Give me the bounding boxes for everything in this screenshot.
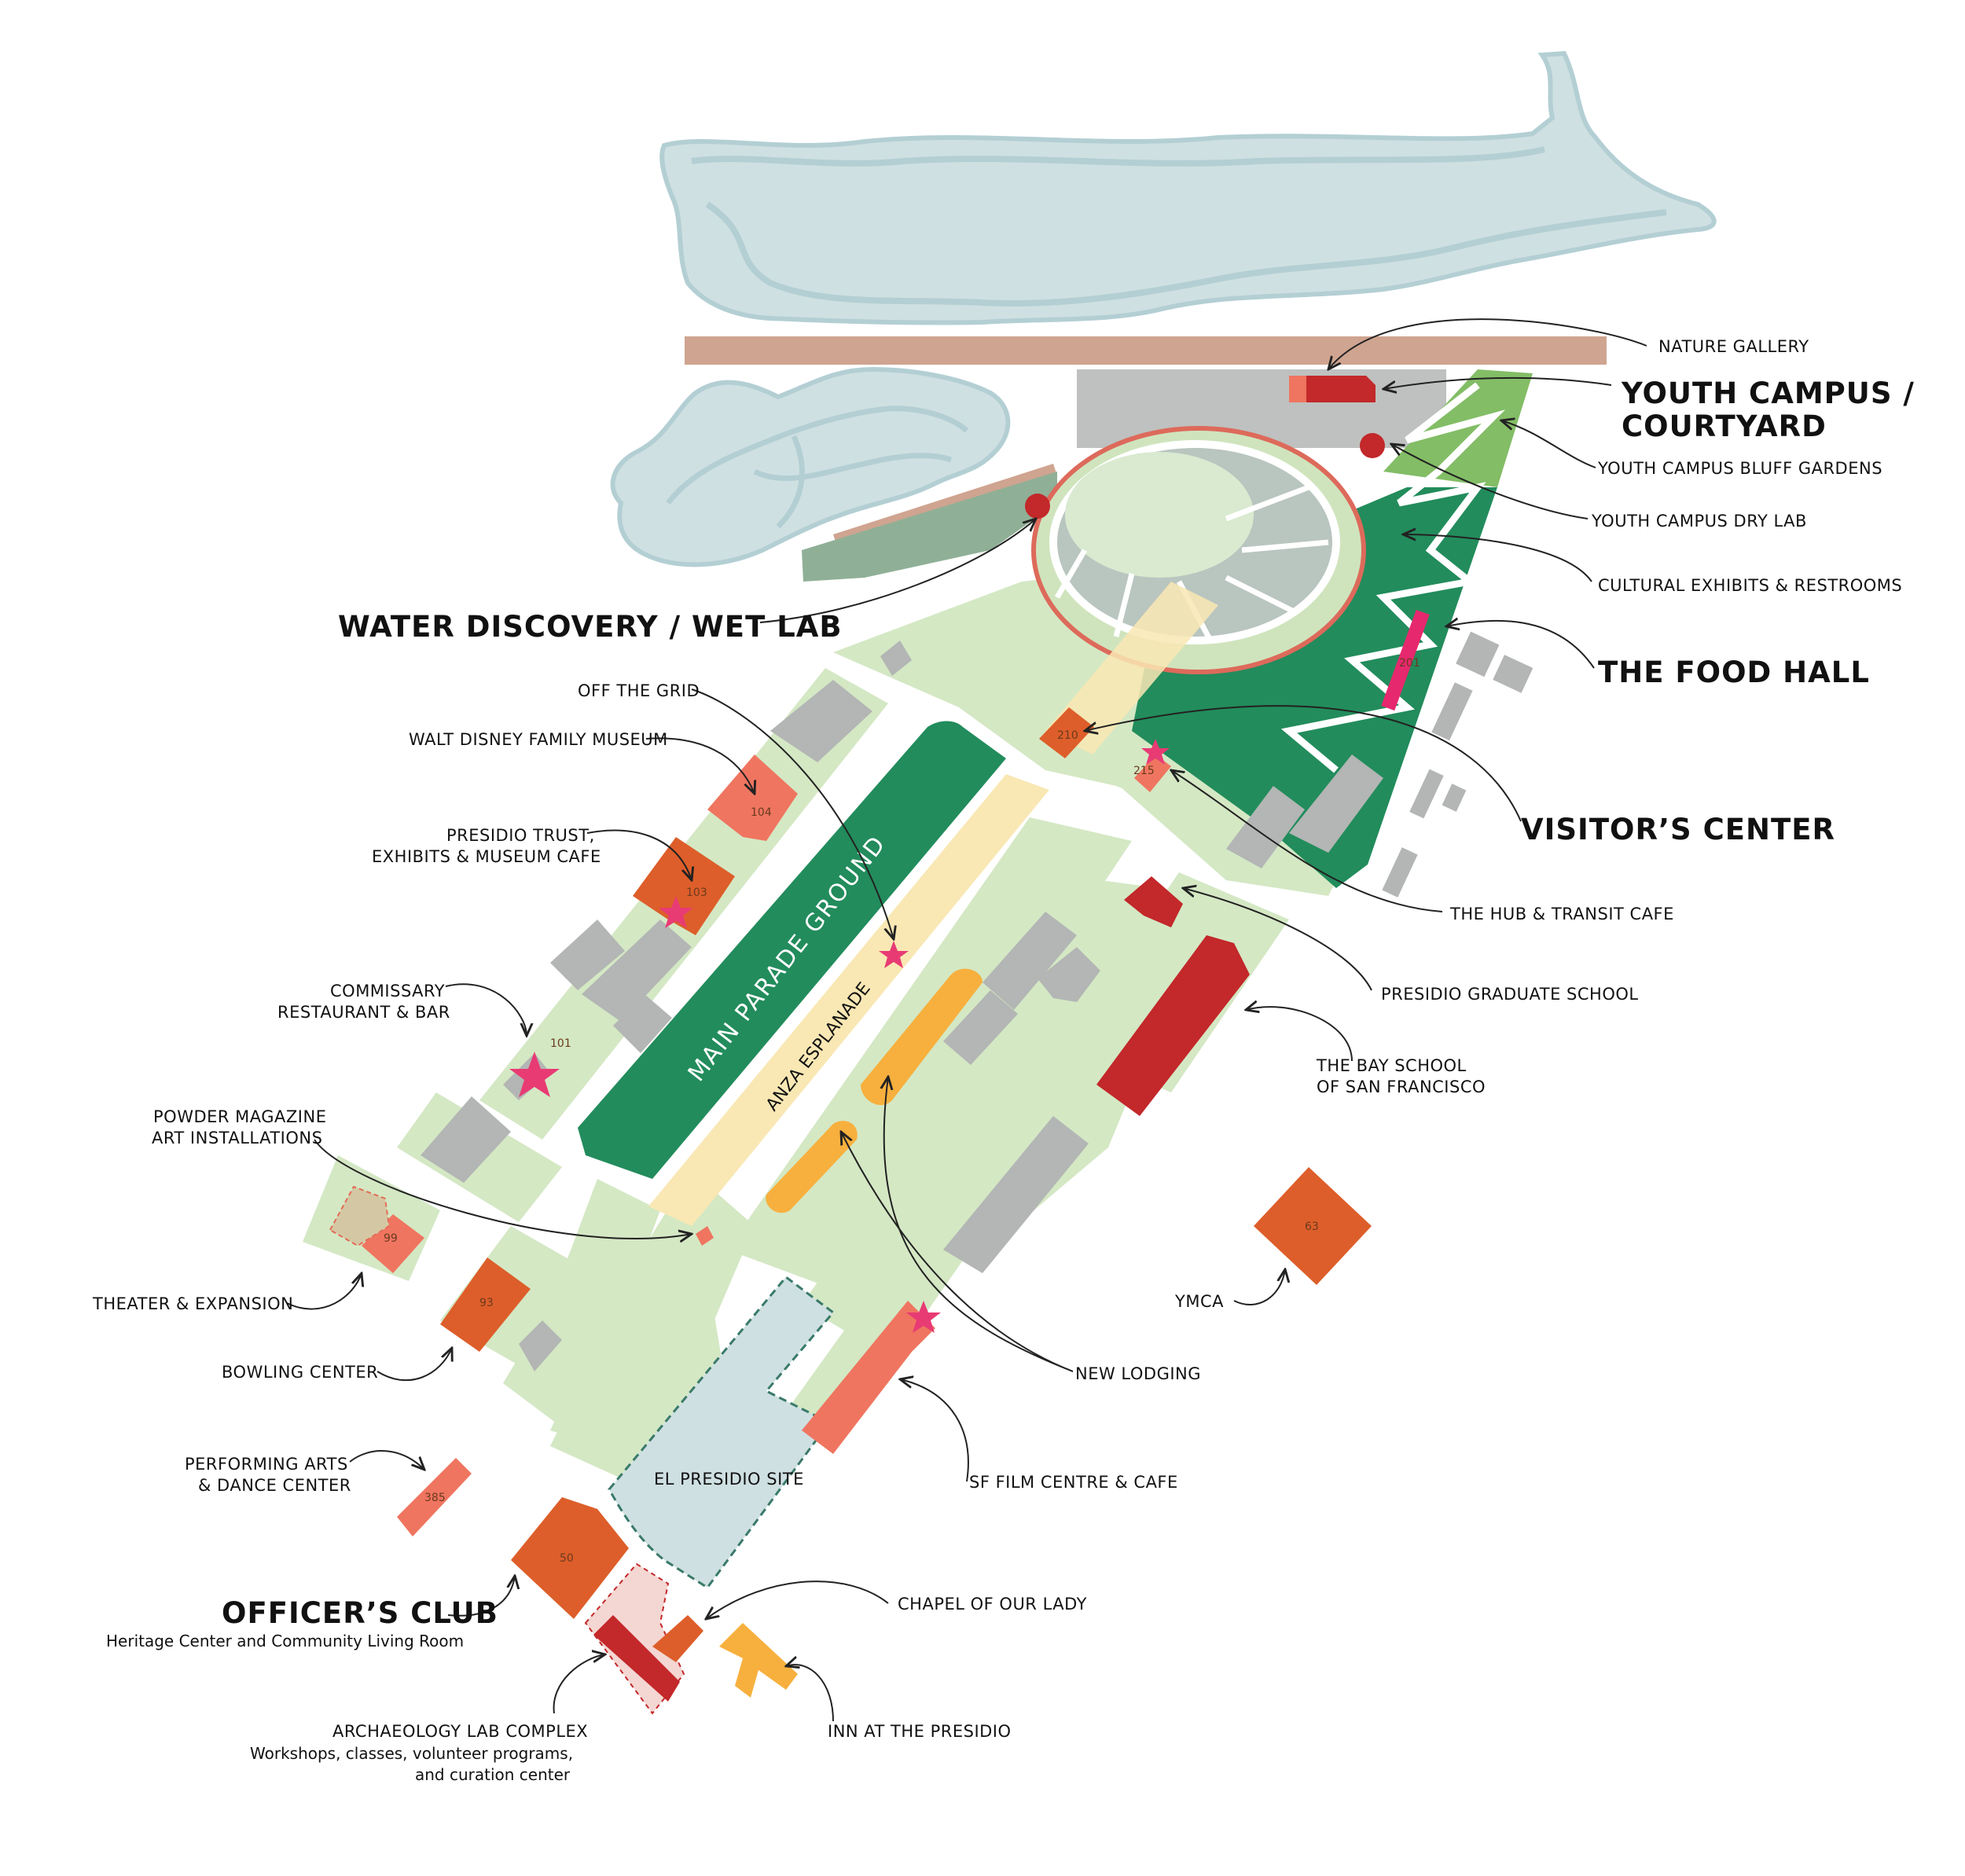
nature-gallery-building	[1305, 376, 1376, 402]
officers-club-building	[511, 1497, 629, 1619]
anza-esplanade	[648, 774, 1049, 1226]
film-centre-building	[802, 1301, 935, 1454]
commissary-label-2: RESTAURANT & BAR	[277, 1003, 450, 1022]
bay-water	[659, 50, 1717, 325]
bldg-num-215: 215	[1133, 765, 1155, 777]
youth-campus-label-1: YOUTH CAMPUS /	[1621, 376, 1915, 410]
theater-expansion	[329, 1185, 391, 1247]
hub-star	[1141, 739, 1170, 765]
presidio-trust-label-1: PRESIDIO TRUST,	[446, 826, 595, 845]
presidio-trust-star	[659, 896, 693, 928]
off-the-grid-star	[879, 941, 909, 968]
bldg-num-101: 101	[550, 1037, 571, 1050]
archaeology-label-1: ARCHAEOLOGY LAB COMPLEX	[332, 1722, 588, 1741]
commissary-label-1: COMMISSARY	[330, 982, 445, 1000]
inn-label: INN AT THE PRESIDIO	[828, 1722, 1012, 1741]
powder-magazine	[696, 1226, 714, 1246]
colored-buildings	[329, 376, 1430, 1715]
graduate-school-building	[1124, 876, 1183, 927]
leader-lines	[286, 318, 1647, 1722]
grey-buildings	[421, 631, 1533, 1371]
bldg-num-103: 103	[686, 887, 707, 899]
bldg-num-201: 201	[1399, 657, 1420, 670]
west-green-strip	[802, 472, 1057, 582]
ymca-building	[1254, 1167, 1372, 1285]
bay-school-label-1: THE BAY SCHOOL	[1316, 1056, 1467, 1075]
wet-lab-dot	[1025, 494, 1050, 519]
bluff-gardens-label: YOUTH CAMPUS BLUFF GARDENS	[1597, 459, 1882, 478]
officers-club-sublabel: Heritage Center and Community Living Roo…	[106, 1632, 464, 1650]
bay-school-building	[1096, 935, 1250, 1116]
walt-disney-museum	[707, 754, 798, 841]
theater-label: THEATER & EXPANSION	[92, 1294, 293, 1313]
officers-club-label: OFFICER’S CLUB	[222, 1596, 498, 1630]
new-lodging-south	[766, 1121, 858, 1213]
graduate-school-label: PRESIDIO GRADUATE SCHOOL	[1381, 985, 1639, 1004]
el-presidio-site	[608, 1275, 836, 1590]
far-east-park	[927, 904, 1203, 1234]
dry-lab-dot	[1360, 433, 1385, 458]
visitors-center-label: VISITOR’S CENTER	[1521, 813, 1835, 846]
film-centre-star	[906, 1301, 941, 1333]
lagoon-inner	[666, 406, 969, 529]
powder-magazine-label-2: ART INSTALLATIONS	[152, 1129, 322, 1147]
cultural-exhibits-label: CULTURAL EXHIBITS & RESTROOMS	[1598, 576, 1902, 595]
main-parade-ground	[578, 721, 1006, 1179]
food-hall-building	[1381, 609, 1430, 711]
film-centre-label: SF FILM CENTRE & CAFE	[969, 1473, 1178, 1492]
highway-strip	[685, 336, 1607, 365]
bldg-num-93: 93	[479, 1297, 494, 1309]
hub-building	[1134, 754, 1171, 792]
performing-arts-label-2: & DANCE CENTER	[198, 1476, 351, 1495]
el-presidio-site-label: EL PRESIDIO SITE	[654, 1470, 804, 1489]
star-markers	[509, 739, 1170, 1333]
water-bodies	[610, 50, 1717, 567]
callout-labels: NATURE GALLERY YOUTH CAMPUS / COURTYARD …	[92, 337, 1915, 1784]
walt-disney-label: WALT DISNEY FAMILY MUSEUM	[409, 730, 668, 749]
bldg-num-385: 385	[424, 1492, 446, 1504]
new-lodging-north	[861, 968, 982, 1106]
dry-lab-label: YOUTH CAMPUS DRY LAB	[1591, 512, 1807, 530]
water-discovery-label: WATER DISCOVERY / WET LAB	[338, 610, 843, 644]
southwest-park	[503, 1179, 660, 1430]
archaeology-label-3: and curation center	[415, 1765, 571, 1784]
nature-gallery-label: NATURE GALLERY	[1658, 337, 1809, 356]
south-park	[550, 1257, 723, 1485]
lagoon-water	[610, 366, 1011, 567]
bay-school-label-2: OF SAN FRANCISCO	[1317, 1078, 1486, 1096]
hub-label: THE HUB & TRANSIT CAFE	[1449, 905, 1674, 923]
chapel-building	[652, 1615, 703, 1662]
powder-magazine-label-1: POWDER MAGAZINE	[153, 1107, 326, 1126]
bowling-label: BOWLING CENTER	[222, 1363, 378, 1382]
youth-campus-label-2: COURTYARD	[1622, 409, 1827, 443]
bay-water-inner-edge	[691, 146, 1667, 307]
courtyard-lawn	[1065, 452, 1254, 578]
bldg-num-50: 50	[560, 1552, 574, 1565]
off-the-grid-label: OFF THE GRID	[578, 681, 700, 700]
building-numbers: 210 215 201 104 103 101 99 93 385 50 63	[384, 657, 1420, 1565]
bldg-num-99: 99	[384, 1232, 398, 1245]
inn-building	[719, 1623, 798, 1698]
archaeology-label-2: Workshops, classes, volunteer programs,	[250, 1744, 573, 1763]
bowling-center	[440, 1257, 531, 1352]
new-lodging-label: NEW LODGING	[1075, 1364, 1201, 1383]
bldg-num-104: 104	[751, 806, 772, 819]
presidio-trust-label-2: EXHIBITS & MUSEUM CAFE	[372, 847, 601, 866]
performing-arts-building	[397, 1458, 472, 1536]
theater-building	[362, 1214, 424, 1273]
commissary-star	[509, 1052, 560, 1097]
bldg-num-63: 63	[1305, 1221, 1319, 1233]
performing-arts-label-1: PERFORMING ARTS	[185, 1455, 348, 1474]
ymca-label: YMCA	[1174, 1292, 1224, 1311]
food-hall-label: THE FOOD HALL	[1598, 655, 1870, 689]
approach-walk	[1045, 582, 1218, 754]
presidio-trust-building	[633, 837, 735, 935]
archaeology-building	[593, 1615, 680, 1702]
bldg-num-210: 210	[1057, 729, 1078, 742]
nature-gallery-annex	[1289, 376, 1306, 402]
chapel-label: CHAPEL OF OUR LADY	[898, 1595, 1087, 1614]
visitors-center-building	[1039, 707, 1094, 758]
